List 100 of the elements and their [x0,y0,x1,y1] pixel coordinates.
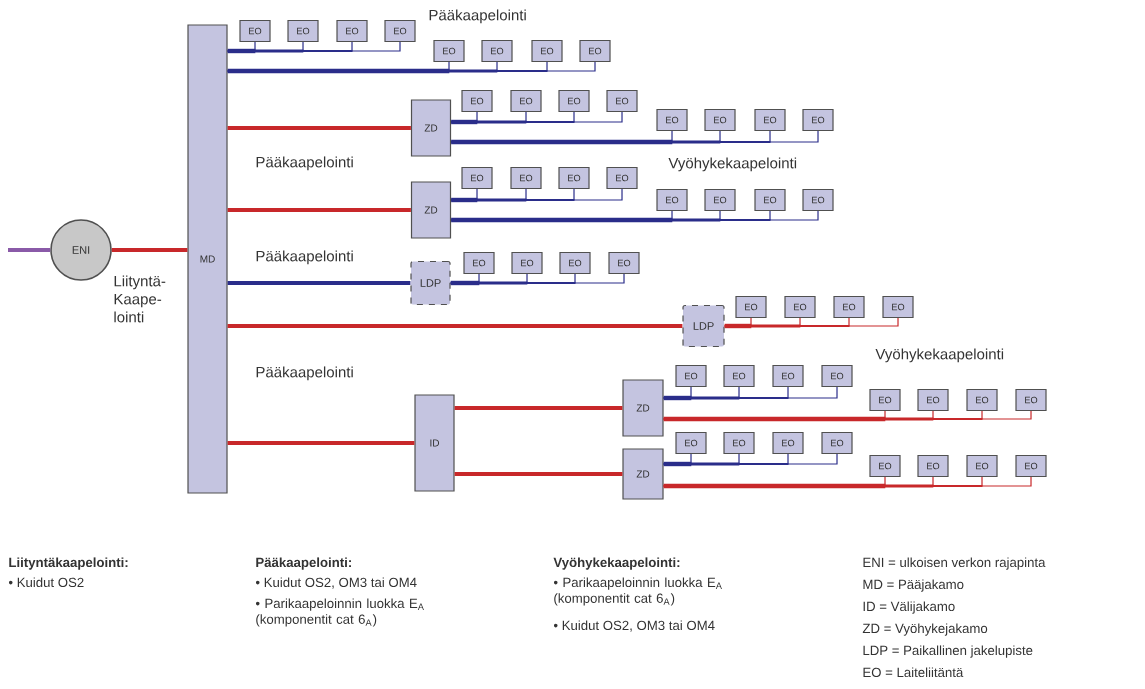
key-text: ID = Välijakamo [863,601,955,614]
outlet-box: EO [606,89,638,113]
outlet-box: EO [802,108,834,132]
outlet-box: EO [821,364,853,388]
cable-trunk [885,417,934,421]
cable-trunk [672,218,721,222]
outlet-box: EO [608,251,640,275]
key-text: ZD = Vyöhykejakamo [862,623,988,636]
bullet-text: • Parikaapeloinnin luokka E$_{A}$ (komponentit cat 6$_{A}$) [255,598,424,627]
bullet-text: • Parikaapeloinnin luokka E$_{A}$ (komponentit cat 6$_{A}$) [553,577,722,606]
cable-trunk [691,396,740,400]
heading-text: Vyöhykekaapelointi: [553,557,680,570]
outlet-box: EO [917,388,949,412]
outlet-box: EO [675,431,707,455]
cable [454,406,623,410]
bullet-text: • Kuidut OS2 [8,577,84,588]
outlet-box: EO [772,364,804,388]
cable-trunk [451,197,478,203]
outlet-box: EO [239,19,271,43]
outlet-box: EO [723,364,755,388]
cable [111,248,188,252]
outlet-box: EO [461,89,493,113]
cable-trunk [739,396,789,400]
cable-trunk [451,217,673,223]
heading-text: Liityntäkaapelointi: [9,557,128,570]
cable-trunk [526,120,575,124]
outlet-box: EO [966,388,998,412]
cable-trunk [663,416,886,422]
outlet-box: EO [531,39,563,63]
cable-trunk [450,280,480,286]
cable [8,248,51,252]
outlet-box: EO [704,188,736,212]
outlet-box: EO [336,19,368,43]
cable [227,281,411,285]
cable [227,324,683,328]
cable-trunk [255,49,304,53]
cable-trunk [663,395,692,401]
key-text: MD = Pääjakamo [863,579,964,592]
cabling-label: Pääkaapelointi [256,250,353,265]
outlet-box: EO [463,251,495,275]
cable-trunk [497,69,548,73]
outlet-box: EO [735,295,767,319]
cabling-label: Pääkaapelointi [256,366,353,381]
cable-trunk [227,48,256,54]
cable-trunk [751,324,801,328]
outlet-box: EO [1015,454,1047,478]
cable-trunk [720,218,771,222]
outlet-box: EO [833,295,865,319]
outlet-box: EO [882,295,914,319]
outlet-box: EO [384,19,416,43]
cable-trunk [449,69,498,73]
cabling-label: Liityntä- Kaape- lointi [114,275,166,323]
cable-trunk [303,49,353,53]
outlet-box: EO [966,454,998,478]
outlet-box: EO [754,188,786,212]
outlet-box: EO [784,295,816,319]
cable [227,441,415,445]
cable-trunk [527,281,576,285]
outlet-box: EO [802,188,834,212]
distributor-box: MD [187,24,228,494]
cable-trunk [885,484,934,488]
cabling-label: Pääkaapelointi [256,156,353,171]
outlet-box: EO [656,188,688,212]
cable-trunk [663,461,692,467]
distributor-box: ZD [622,379,664,437]
distributor-box: ZD [410,99,452,157]
dashed-box: LDP [410,260,451,306]
cable-trunk [933,484,983,488]
cable [227,208,411,212]
cable-trunk [526,198,575,202]
cable-trunk [724,323,752,329]
outlet-box: EO [1015,388,1047,412]
cable-trunk [477,198,527,202]
outlet-box: EO [772,431,804,455]
outlet-box: EO [461,166,493,190]
key-text: ENI = ulkoisen verkon rajapinta [863,557,1046,570]
outlet-box: EO [723,431,755,455]
outlet-box: EO [510,89,542,113]
key-text: LDP = Paikallinen jakelupiste [863,645,1033,658]
cable-trunk [479,281,528,285]
distributor-box: ID [414,394,455,492]
outlet-box: EO [433,39,465,63]
outlet-box: EO [869,388,901,412]
cable-trunk [227,68,450,74]
outlet-box: EO [287,19,319,43]
cabling-label: Vyöhykekaapelointi [875,348,1004,363]
outlet-box: EO [821,431,853,455]
cabling-label: Vyöhykekaapelointi [668,157,797,172]
outlet-box: EO [704,108,736,132]
bullet-text: • Kuidut OS2, OM3 tai OM4 [255,577,417,589]
cabling-label: Pääkaapelointi [429,9,526,24]
cable-trunk [663,483,886,489]
cable-trunk [451,119,478,125]
outlet-box: EO [481,39,513,63]
outlet-box: EO [579,39,611,63]
outlet-box: EO [510,166,542,190]
cable-trunk [672,140,721,144]
cable-trunk [451,139,673,145]
outlet-box: EO [656,108,688,132]
cable-trunk [933,417,983,421]
